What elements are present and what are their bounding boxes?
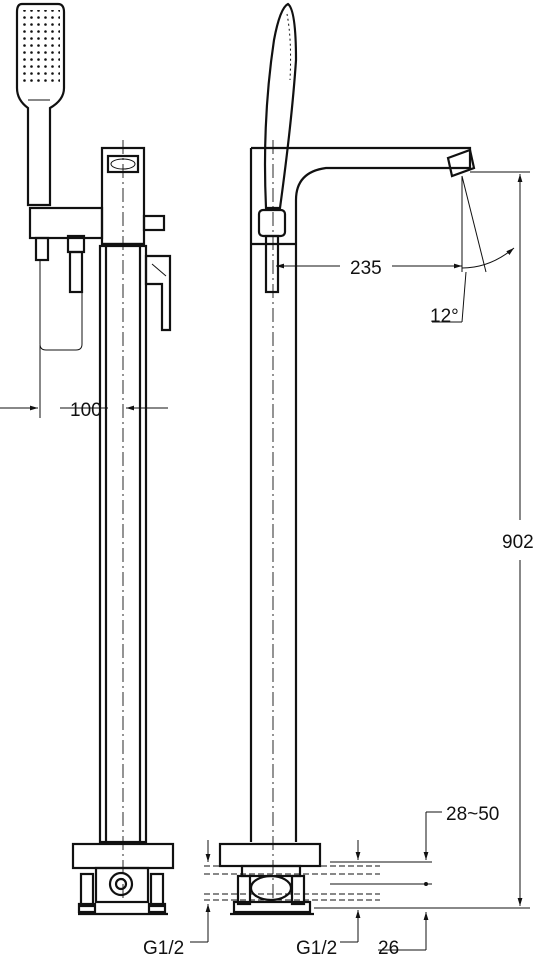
label-floor-adjust: 28~50: [446, 804, 499, 825]
label-total-height: 902: [502, 532, 534, 553]
label-spout-angle: 12°: [430, 306, 459, 327]
dim-spout-reach: [276, 175, 515, 323]
label-handshower-offset: 100: [70, 400, 102, 421]
side-view: [190, 2, 530, 951]
dim-total-height: [314, 171, 530, 909]
side-base: [218, 842, 322, 916]
front-column: [98, 140, 172, 900]
label-inlet-right: G1/2: [296, 938, 337, 958]
side-column: [249, 140, 476, 900]
front-base: [71, 842, 175, 916]
label-inlet-left: G1/2: [143, 938, 184, 958]
dim-floor: [190, 811, 442, 951]
dim-handshower-offset: [0, 345, 168, 418]
label-spout-reach: 235: [350, 258, 382, 279]
front-view: [0, 2, 175, 916]
front-handshower: [15, 2, 104, 351]
label-base-depth: 26: [378, 938, 399, 958]
